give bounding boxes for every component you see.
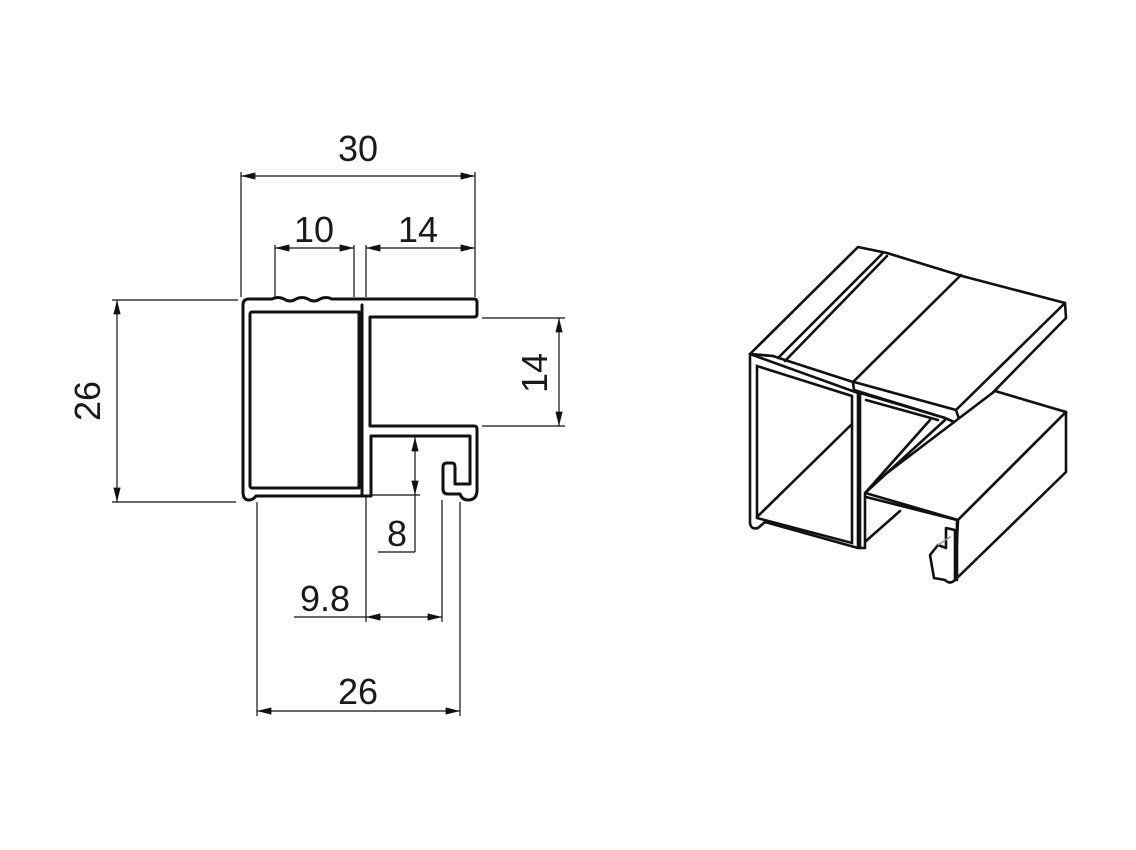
dimension-overall-width: 30: [240, 128, 476, 297]
iso-lip: [928, 526, 957, 584]
dim-label-30: 30: [338, 128, 378, 169]
dim-label-14-top: 14: [398, 209, 438, 250]
profile-left-cavity: [248, 310, 361, 490]
dimension-lip-offset: 9.8: [294, 497, 443, 622]
dimension-groove-width: 10: [274, 209, 355, 297]
profile-outer-outline: [241, 296, 479, 502]
iso-front-left: [748, 352, 860, 550]
isometric-profile-view: [748, 245, 1068, 584]
dim-label-14-vertical: 14: [514, 353, 555, 393]
dimension-opening-height: 14: [482, 317, 565, 427]
iso-front-right: [858, 391, 947, 550]
dimension-flange-width: 14: [365, 209, 475, 297]
dim-label-26-vertical: 26: [67, 381, 108, 421]
dimension-overall-height: 26: [67, 299, 238, 503]
dim-label-8: 8: [387, 513, 407, 554]
dim-label-9-8: 9.8: [300, 578, 350, 619]
dimension-lip-depth: 8: [372, 437, 420, 554]
cross-section-view: [241, 296, 479, 502]
dimension-bottom-width: 26: [256, 502, 461, 716]
dim-label-26-bottom: 26: [338, 671, 378, 712]
dim-label-10: 10: [294, 209, 334, 250]
